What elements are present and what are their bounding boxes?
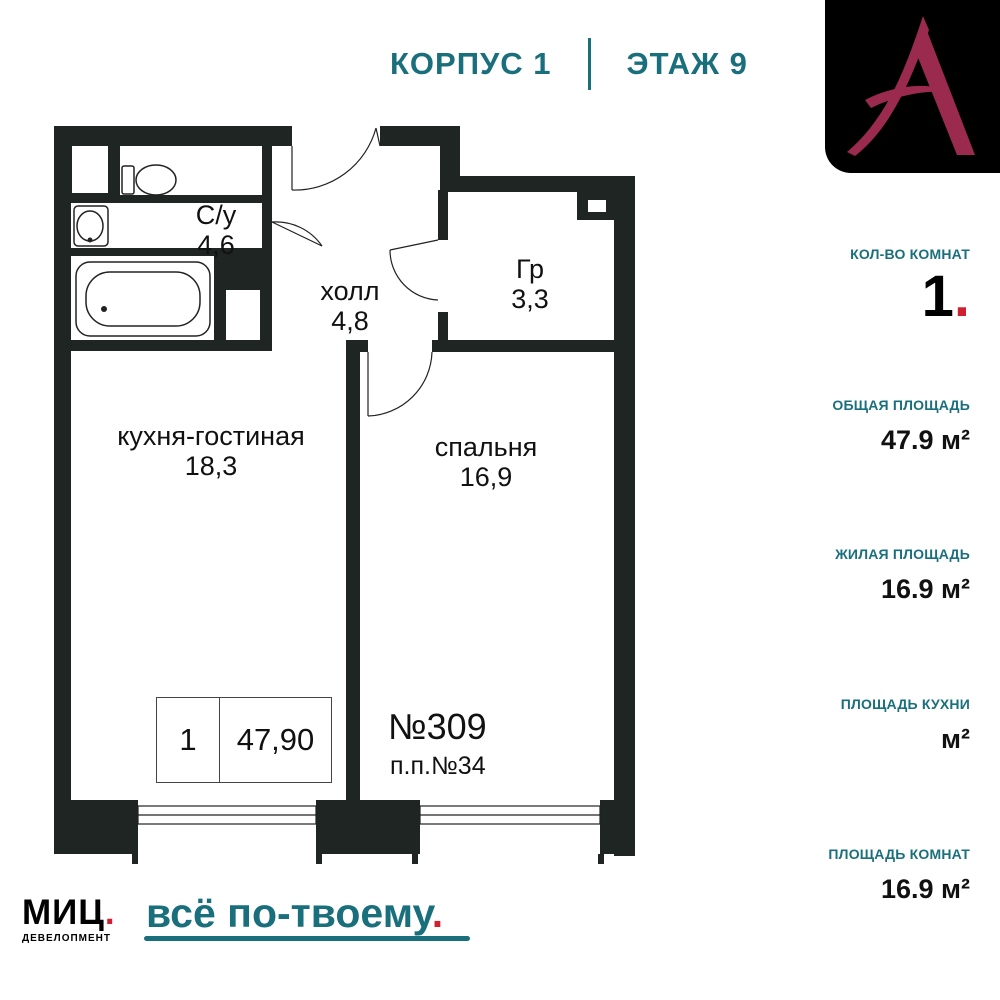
apartment-area: 47,90 bbox=[236, 722, 315, 757]
rooms-area-block: ПЛОЩАДЬ КОМНАТ 16.9 м² bbox=[828, 846, 970, 905]
a-letter-logo-icon bbox=[847, 16, 975, 156]
room-name: кухня-гостиная bbox=[117, 421, 305, 451]
fixtures bbox=[73, 164, 211, 337]
living-area-value: 16.9 м² bbox=[880, 574, 970, 604]
kitchen-area-value: м² bbox=[941, 724, 970, 754]
living-area-block: ЖИЛАЯ ПЛОЩАДЬ 16.9 м² bbox=[835, 546, 970, 605]
developer-logo: МИЦ. ДЕВЕЛОПМЕНТ bbox=[22, 893, 116, 944]
floor-plan bbox=[54, 126, 635, 864]
rooms-count-block: КОЛ-ВО КОМНАТ 1. bbox=[850, 246, 970, 326]
walls bbox=[54, 126, 635, 856]
room-name: спальня bbox=[434, 432, 538, 462]
header: КОРПУС 1 ЭТАЖ 9 bbox=[390, 38, 748, 90]
room-kitchen-living: кухня-гостиная 18,3 bbox=[80, 421, 342, 481]
rooms-count-label: КОЛ-ВО КОМНАТ bbox=[850, 246, 970, 262]
room-name: холл bbox=[320, 276, 380, 306]
room-area: 3,3 bbox=[511, 284, 549, 314]
developer-subtitle: ДЕВЕЛОПМЕНТ bbox=[22, 933, 111, 944]
room-area: 4,8 bbox=[331, 306, 369, 336]
apartment-number: №309 bbox=[388, 706, 487, 747]
kitchen-area-label: ПЛОЩАДЬ КУХНИ bbox=[840, 696, 970, 712]
header-divider bbox=[587, 38, 591, 90]
floor-label: ЭТАЖ 9 bbox=[626, 46, 748, 81]
room-name: С/у bbox=[195, 200, 237, 230]
apartment-rooms: 1 bbox=[157, 698, 220, 782]
room-area: 16,9 bbox=[459, 462, 513, 492]
apartment-summary-box: 1 47,90 bbox=[156, 697, 332, 783]
room-dressing: Гр 3,3 bbox=[490, 254, 570, 314]
room-area: 18,3 bbox=[184, 451, 238, 481]
rooms-area-value: 16.9 м² bbox=[880, 874, 970, 904]
brand-logo bbox=[825, 0, 1000, 173]
slogan: всё по-твоему. bbox=[146, 890, 444, 936]
room-name: Гр bbox=[515, 254, 545, 284]
rooms-count-value: 1. bbox=[921, 264, 970, 329]
building-label: КОРПУС 1 bbox=[390, 46, 552, 81]
kitchen-area-block: ПЛОЩАДЬ КУХНИ м² bbox=[841, 696, 970, 755]
developer-name: МИЦ. bbox=[22, 893, 116, 932]
room-area: 4,6 bbox=[197, 230, 235, 260]
rooms-area-label: ПЛОЩАДЬ КОМНАТ bbox=[828, 846, 970, 862]
room-bathroom: С/у 4,6 bbox=[176, 200, 256, 260]
windows bbox=[137, 805, 601, 825]
total-area-label: ОБЩАЯ ПЛОЩАДЬ bbox=[832, 397, 970, 413]
doors bbox=[271, 127, 439, 417]
living-area-label: ЖИЛАЯ ПЛОЩАДЬ bbox=[835, 546, 970, 562]
total-area-block: ОБЩАЯ ПЛОЩАДЬ 47.9 м² bbox=[832, 397, 970, 456]
room-hall: холл 4,8 bbox=[300, 276, 400, 336]
slogan-underline bbox=[144, 936, 470, 941]
total-area-value: 47.9 м² bbox=[880, 425, 970, 455]
room-bedroom: спальня 16,9 bbox=[400, 432, 572, 492]
apartment-pp-number: п.п.№34 bbox=[390, 752, 486, 780]
